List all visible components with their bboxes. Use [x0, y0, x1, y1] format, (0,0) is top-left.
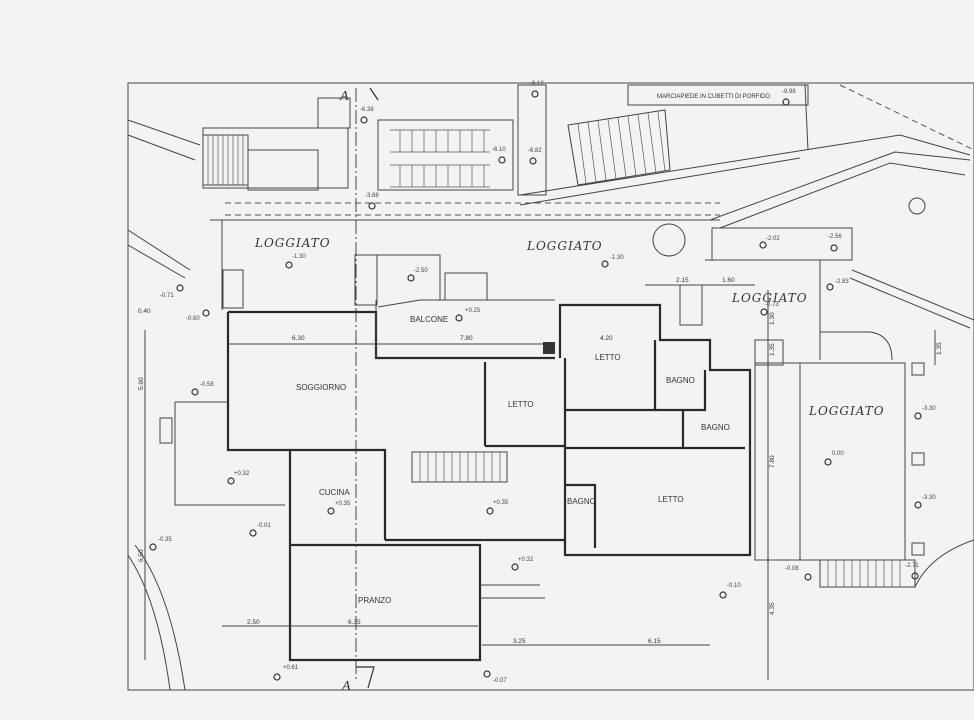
svg-text:4.20: 4.20: [600, 335, 613, 342]
svg-text:6.35: 6.35: [348, 619, 361, 626]
svg-text:+0.35: +0.35: [493, 500, 509, 506]
room-loggiato: LOGGIATO: [731, 291, 808, 305]
svg-text:+0.61: +0.61: [283, 665, 299, 671]
svg-text:5.90: 5.90: [138, 377, 145, 390]
svg-text:+0.32: +0.32: [518, 557, 534, 563]
svg-text:1.60: 1.60: [722, 277, 735, 284]
room-letto: LETTO: [595, 353, 621, 362]
north-terraces: [127, 84, 974, 279]
svg-text:-2.50: -2.50: [414, 268, 428, 274]
svg-text:2.50: 2.50: [247, 619, 260, 626]
dimension-labels: 6.30 7.80 4.20 2.15 1.60 1.30 1.35 1.35 …: [138, 277, 943, 645]
svg-text:6.30: 6.30: [292, 335, 305, 342]
svg-text:-0.07: -0.07: [493, 678, 507, 684]
room-letto: LETTO: [658, 495, 684, 504]
east-loggia: [127, 362, 974, 691]
svg-text:-0.35: -0.35: [158, 537, 172, 543]
svg-text:-2.83: -2.83: [835, 279, 849, 285]
svg-text:-3.30: -3.30: [922, 406, 936, 412]
room-labels: LOGGIATO LOGGIATO LOGGIATO LOGGIATO BALC…: [254, 94, 885, 605]
svg-text:-2.71: -2.71: [905, 563, 919, 569]
dimension-lines: [144, 284, 936, 680]
svg-text:7.80: 7.80: [460, 335, 473, 342]
svg-text:-2.56: -2.56: [828, 234, 842, 240]
svg-text:+0.25: +0.25: [465, 308, 481, 314]
room-bagno: BAGNO: [567, 497, 596, 506]
svg-text:-0.08: -0.08: [785, 566, 799, 572]
drawing-frame: [127, 82, 974, 691]
svg-text:6.50: 6.50: [138, 549, 145, 562]
svg-text:-1.30: -1.30: [610, 255, 624, 261]
svg-text:4.35: 4.35: [769, 602, 776, 615]
svg-text:0.00: 0.00: [832, 451, 844, 457]
svg-text:2.15: 2.15: [676, 277, 689, 284]
svg-text:-9.98: -9.98: [782, 89, 796, 95]
svg-text:-3.68: -3.68: [365, 193, 379, 199]
section-marker-top: A: [339, 87, 379, 104]
svg-text:7.80: 7.80: [769, 455, 776, 468]
svg-text:1.35: 1.35: [769, 343, 776, 356]
room-loggiato: LOGGIATO: [526, 239, 603, 253]
svg-text:0.40: 0.40: [138, 308, 151, 315]
svg-text:-0.58: -0.58: [200, 382, 214, 388]
room-soggiorno: SOGGIORNO: [296, 383, 346, 392]
svg-text:-2.02: -2.02: [766, 236, 780, 242]
svg-text:1.35: 1.35: [936, 342, 943, 355]
svg-text:-6.38: -6.38: [360, 107, 374, 113]
room-bagno: BAGNO: [701, 423, 730, 432]
svg-text:6.15: 6.15: [648, 638, 661, 645]
room-balcone: BALCONE: [410, 315, 448, 324]
svg-text:+0.35: +0.35: [335, 501, 351, 507]
svg-text:-6.12: -6.12: [530, 81, 544, 87]
svg-text:-6.10: -6.10: [492, 147, 506, 153]
room-bagno: BAGNO: [666, 376, 695, 385]
svg-text:-0.60: -0.60: [186, 316, 200, 322]
elevation-symbols: [149, 90, 922, 681]
room-loggiato: LOGGIATO: [808, 404, 885, 418]
street-note: MARCIAPIEDE IN CUBETTI DI PORFIDO: [657, 94, 770, 100]
svg-text:1.30: 1.30: [769, 312, 776, 325]
room-cucina: CUCINA: [319, 488, 350, 497]
elevation-marks: -6.38 -6.10 -6.82 -3.68 -9.98 -1.30 -2.5…: [158, 81, 936, 684]
room-pranzo: PRANZO: [358, 596, 391, 605]
svg-text:-0.73: -0.73: [765, 302, 779, 308]
svg-text:3.25: 3.25: [513, 638, 526, 645]
svg-text:-3.30: -3.30: [922, 495, 936, 501]
svg-text:-6.82: -6.82: [528, 148, 542, 154]
loggia-walls: [221, 220, 974, 366]
svg-text:-0.71: -0.71: [160, 293, 174, 299]
svg-text:A: A: [341, 679, 351, 694]
room-letto: LETTO: [508, 400, 534, 409]
svg-text:-0.01: -0.01: [257, 523, 271, 529]
svg-text:+0.32: +0.32: [234, 471, 250, 477]
section-marker-bottom: A: [341, 666, 375, 694]
room-loggiato: LOGGIATO: [254, 236, 331, 250]
house-walls: [159, 300, 752, 662]
svg-text:-1.30: -1.30: [292, 254, 306, 260]
svg-text:-0.10: -0.10: [727, 583, 741, 589]
svg-text:A: A: [339, 89, 349, 104]
